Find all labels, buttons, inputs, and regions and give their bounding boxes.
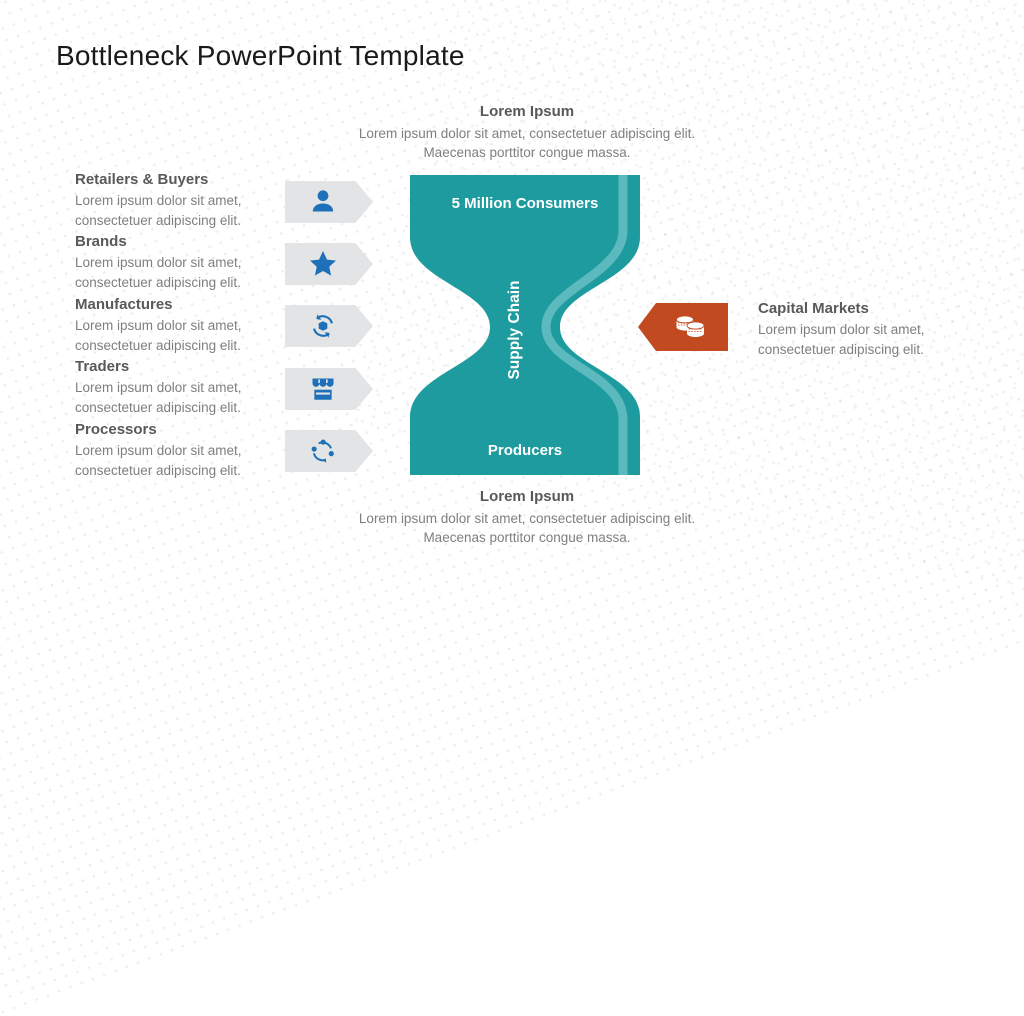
bottleneck-hourglass-shape xyxy=(410,175,640,475)
star-icon xyxy=(308,249,338,279)
person-icon xyxy=(308,187,338,217)
arrow-brands xyxy=(285,243,373,285)
funnel-top-label: 5 Million Consumers xyxy=(451,195,599,212)
coins-icon xyxy=(672,311,708,343)
slide-title: Bottleneck PowerPoint Template xyxy=(56,40,465,71)
arrow-manufactures xyxy=(285,305,373,347)
left-item-body: Lorem ipsum dolor sit amet, consectetuer… xyxy=(75,380,242,415)
left-item-body: Lorem ipsum dolor sit amet, consectetuer… xyxy=(75,318,242,353)
manufacturing-cycle-icon xyxy=(310,313,336,339)
right-item-body: Lorem ipsum dolor sit amet, consectetuer… xyxy=(758,322,925,357)
top-note: Lorem Ipsum Lorem ipsum dolor sit amet, … xyxy=(347,103,707,162)
left-item-retailers: Retailers & Buyers Lorem ipsum dolor sit… xyxy=(75,171,280,230)
funnel-bottom-label: Producers xyxy=(487,442,563,459)
left-item-label: Processors xyxy=(75,421,157,438)
top-note-title: Lorem Ipsum xyxy=(479,103,575,120)
left-item-label: Manufactures xyxy=(75,296,173,313)
arrow-traders xyxy=(285,368,373,410)
right-item-label: Capital Markets xyxy=(758,300,869,317)
storefront-icon xyxy=(309,375,337,403)
left-item-body: Lorem ipsum dolor sit amet, consectetuer… xyxy=(75,255,242,290)
process-cycle-icon xyxy=(309,438,336,465)
bottom-note-title: Lorem Ipsum xyxy=(479,488,575,505)
right-item-capital-markets: Capital Markets Lorem ipsum dolor sit am… xyxy=(758,300,958,359)
bottom-note-body: Lorem ipsum dolor sit amet, consectetuer… xyxy=(358,511,696,545)
arrow-capital-markets xyxy=(638,303,728,351)
left-item-label: Retailers & Buyers xyxy=(75,171,209,188)
left-item-processors: Processors Lorem ipsum dolor sit amet, c… xyxy=(75,421,280,480)
arrow-processors xyxy=(285,430,373,472)
left-item-label: Brands xyxy=(75,233,127,250)
left-item-traders: Traders Lorem ipsum dolor sit amet, cons… xyxy=(75,358,280,417)
top-note-body: Lorem ipsum dolor sit amet, consectetuer… xyxy=(358,126,696,160)
funnel-center-label: Supply Chain xyxy=(506,280,523,380)
left-item-manufactures: Manufactures Lorem ipsum dolor sit amet,… xyxy=(75,296,280,355)
left-item-body: Lorem ipsum dolor sit amet, consectetuer… xyxy=(75,193,242,228)
bottom-note: Lorem Ipsum Lorem ipsum dolor sit amet, … xyxy=(347,488,707,547)
hourglass-body xyxy=(410,175,640,475)
left-item-body: Lorem ipsum dolor sit amet, consectetuer… xyxy=(75,443,242,478)
left-item-brands: Brands Lorem ipsum dolor sit amet, conse… xyxy=(75,233,280,292)
left-item-label: Traders xyxy=(75,358,130,375)
arrow-retailers xyxy=(285,181,373,223)
hourglass-stripe xyxy=(541,175,628,475)
